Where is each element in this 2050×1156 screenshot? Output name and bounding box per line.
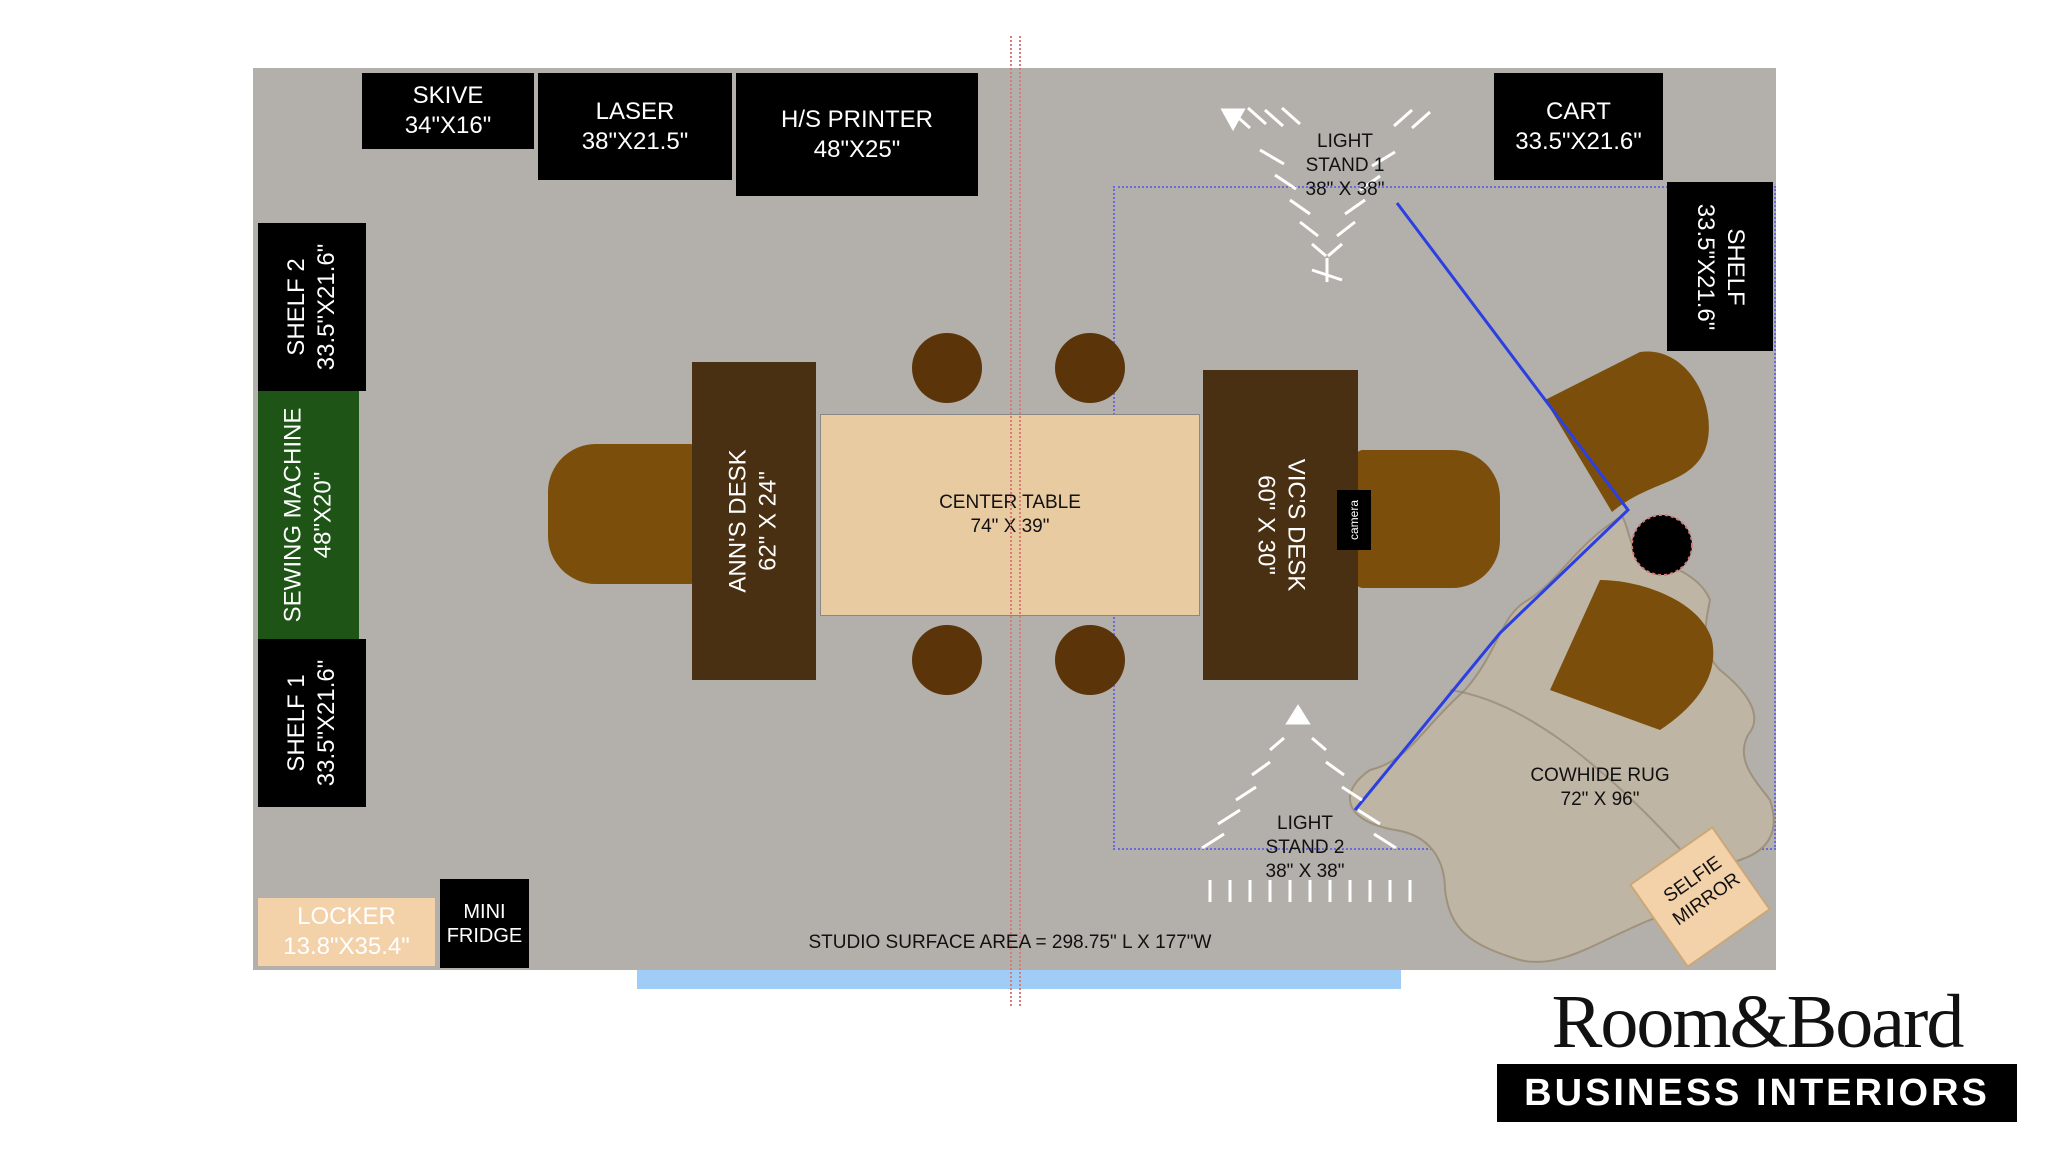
cowhide-rug-label: COWHIDE RUG 72" X 96" <box>1500 764 1700 812</box>
printer-block: H/S PRINTER 48"X25" <box>736 73 978 196</box>
camera-target <box>1631 514 1693 576</box>
light-stand-1-hatch <box>1220 106 1431 282</box>
stool-bottom-right <box>1055 625 1125 695</box>
room-center-divider <box>1010 36 1021 1006</box>
light-stand-2-line2: STAND 2 <box>1265 837 1345 858</box>
skive-label: SKIVE <box>412 82 484 109</box>
mini-fridge-line2: FRIDGE <box>446 924 523 947</box>
camera-box: camera <box>1337 490 1371 550</box>
light-stand-1-line1: LIGHT <box>1317 131 1373 152</box>
cowhide-rug-dims: 72" X 96" <box>1560 789 1640 810</box>
vic-desk: VIC'S DESK 60" X 30" <box>1203 370 1358 680</box>
light-stand-2-line1: LIGHT <box>1277 813 1333 834</box>
printer-dims: 48"X25" <box>813 135 901 163</box>
stool-top-left <box>912 333 982 403</box>
mini-fridge-line1: MINI <box>463 900 506 923</box>
locker-label: LOCKER <box>297 903 396 930</box>
printer-label: H/S PRINTER <box>780 105 933 133</box>
surface-area-label: STUDIO SURFACE AREA = 298.75" L X 177"W <box>808 932 1212 953</box>
locker-dims: 13.8"X35.4" <box>283 933 410 960</box>
mini-fridge-block: MINI FRIDGE <box>440 879 529 968</box>
vic-chair <box>1355 450 1500 588</box>
cowhide-rug-name: COWHIDE RUG <box>1530 765 1670 786</box>
light-stand-2-label: LIGHT STAND 2 38" X 38" <box>1250 812 1360 884</box>
logo-wordmark: Room&Board <box>1551 980 1965 1064</box>
shelf-block: SHELF 33.5"X21.6" <box>1667 182 1773 351</box>
cart-dims: 33.5"X21.6" <box>1515 127 1642 155</box>
cart-label: CART <box>1546 97 1611 125</box>
cart-block: CART 33.5"X21.6" <box>1494 73 1663 180</box>
lounge-chair-top <box>1545 351 1709 512</box>
stool-bottom-left <box>912 625 982 695</box>
light-stand-1-line2: STAND 1 <box>1305 155 1385 176</box>
laser-block: LASER 38"X21.5" <box>538 73 732 180</box>
skive-block: SKIVE 34"X16" <box>362 73 534 149</box>
shelf-1-block: SHELF 1 33.5"X21.6" <box>258 639 366 807</box>
ann-chair <box>548 444 698 584</box>
skive-dims: 34"X16" <box>404 112 492 139</box>
rug-seam <box>1449 689 1691 861</box>
room-board-logo: Room&Board BUSINESS INTERIORS <box>1497 980 2017 1130</box>
sewing-machine-block: SEWING MACHINE 48"X20" <box>258 391 359 639</box>
light-stand-2-hatch <box>1201 704 1412 902</box>
light-stand-1-dims: 38" X 38" <box>1305 179 1385 200</box>
selfie-mirror <box>1628 825 1772 969</box>
laser-label: LASER <box>595 97 675 125</box>
shelf-2-block: SHELF 2 33.5"X21.6" <box>258 223 366 391</box>
locker-block: LOCKER 13.8"X35.4" <box>258 898 435 966</box>
lounge-chair-bottom <box>1550 580 1714 730</box>
ann-desk: ANN'S DESK 62" X 24" <box>692 362 816 680</box>
light-stand-1-label: LIGHT STAND 1 38" X 38" <box>1290 130 1400 202</box>
laser-dims: 38"X21.5" <box>581 127 689 155</box>
camera-sightline <box>1353 202 1630 811</box>
logo-subtitle: BUSINESS INTERIORS <box>1497 1064 2017 1122</box>
stool-top-right <box>1055 333 1125 403</box>
light-stand-2-dims: 38" X 38" <box>1265 861 1345 882</box>
